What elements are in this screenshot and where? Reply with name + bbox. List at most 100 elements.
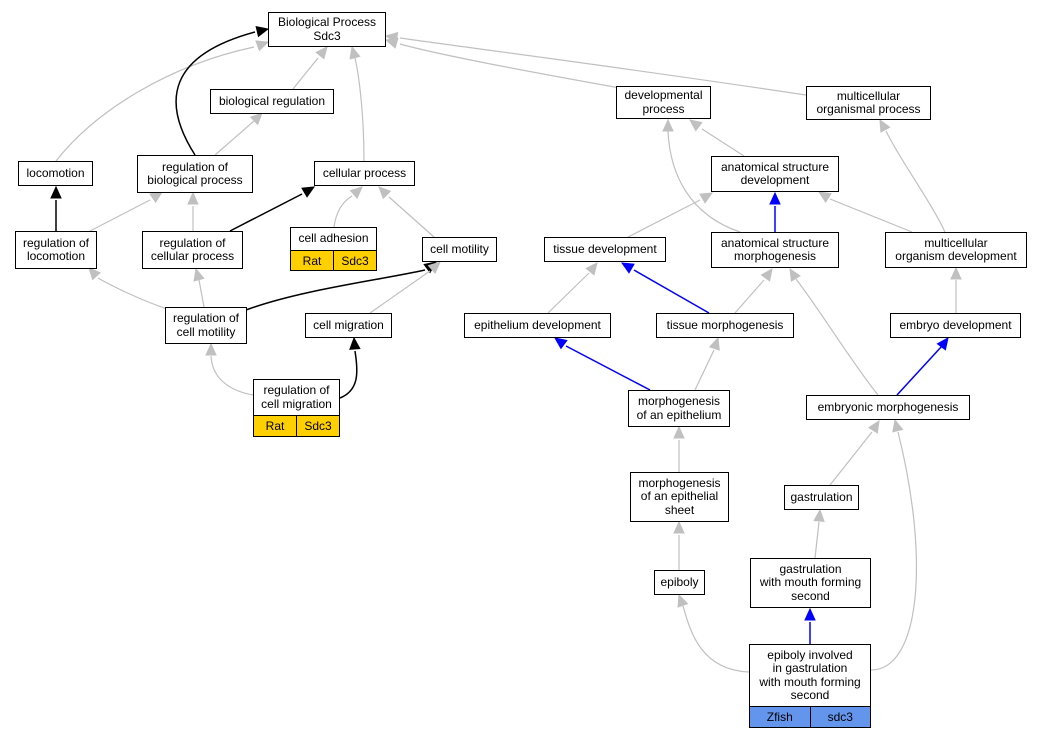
arrowhead-epidev-to-tissdev <box>585 262 598 276</box>
node-regulation-of-locomotion[interactable]: regulation of locomotion <box>15 231 97 269</box>
edge-tissmorph-to-asm <box>734 279 765 314</box>
node-regulation-of-cellular-process[interactable]: regulation of cellular process <box>142 231 243 269</box>
arrowhead-bioreg-to-bp <box>315 46 328 60</box>
edge-devproc-to-bp <box>399 43 621 89</box>
edge-regbp-to-bioreg <box>214 120 255 156</box>
arrowhead-regcm-to-regloco <box>88 267 101 281</box>
arrowhead-regcp-to-regbp <box>187 191 199 205</box>
node-developmental-process[interactable]: developmental process <box>616 86 711 119</box>
edge-regcp-to-cellproc <box>229 193 303 232</box>
arrowhead-gastmouth-to-gastru <box>813 508 825 522</box>
edge-morphepi-to-epidev <box>565 345 651 391</box>
node-epiboly-involved-in-gastrulation[interactable]: epiboly involved in gastrulation with mo… <box>749 644 871 707</box>
arrowhead-regcmig-to-cellmig <box>349 336 361 350</box>
arrowhead-morphsheet-to-morphepi <box>673 425 685 439</box>
node-embryonic-morphogenesis[interactable]: embryonic morphogenesis <box>806 395 970 420</box>
edge-cellmot-to-cellproc <box>388 196 435 238</box>
edge-multi-to-bp <box>399 37 807 96</box>
annotation-gene: sdc3 <box>809 707 871 727</box>
annotation-species: Rat <box>265 419 285 433</box>
arrowhead-tissdev-to-asd <box>699 192 714 204</box>
annotation-species: Zfish <box>766 710 793 724</box>
node-biological-process[interactable]: Biological Process Sdc3 <box>268 12 386 47</box>
arrowhead-morphepi-to-epidev <box>554 337 568 350</box>
edge-bioreg-to-bp <box>292 57 319 90</box>
arrowhead-regcp-to-cellproc <box>301 186 316 198</box>
arrowhead-asm-to-devproc <box>662 118 674 132</box>
arrowhead-tissmorph-to-asm <box>760 268 773 282</box>
edge-asm-to-devproc <box>667 130 741 233</box>
node-regulation-of-biological-process[interactable]: regulation of biological process <box>137 155 253 193</box>
node-multicellular-organismal-process[interactable]: multicellular organismal process <box>806 86 931 120</box>
edge-regbp-to-bp <box>175 31 256 156</box>
arrowhead-cellproc-to-bp <box>349 45 361 60</box>
arrowhead-cellmig-to-cellmot <box>427 261 441 274</box>
node-tissue-development[interactable]: tissue development <box>544 237 666 262</box>
arrowhead-embdev-to-mod <box>950 266 962 280</box>
annotation-epiboly-involved-in-gastrulation: Zfish sdc3 <box>749 707 871 728</box>
edge-embmorph-to-asm <box>795 278 879 396</box>
annotation-gene: Sdc3 <box>296 416 339 436</box>
edge-gastmouth-to-gastru <box>814 521 820 559</box>
node-embryo-development[interactable]: embryo development <box>890 313 1021 338</box>
arrowhead-multi-to-bp <box>384 31 399 44</box>
node-gastrulation[interactable]: gastrulation <box>784 485 859 510</box>
edge-asd-to-devproc <box>701 128 745 157</box>
edge-tissmorph-to-tissdev <box>633 269 710 314</box>
arrowhead-regloco-to-regbp <box>149 191 164 204</box>
arrowhead-cellmot-to-cellproc <box>378 186 392 200</box>
edge-regcm-to-regcp <box>198 279 205 308</box>
node-epithelium-development[interactable]: epithelium development <box>464 313 611 338</box>
arrowhead-epiinv-to-embmorph <box>892 418 904 433</box>
arrowhead-epiboly-to-morphsheet <box>673 520 685 534</box>
edge-regcmig-to-cellmig <box>339 350 358 399</box>
edge-cellmig-to-cellmot <box>369 270 431 314</box>
arrowhead-regloco-to-loco <box>50 185 62 199</box>
arrowhead-regbp-to-bioreg <box>249 112 263 126</box>
node-multicellular-organism-development[interactable]: multicellular organism development <box>885 232 1027 268</box>
annotation-regulation-of-cell-migration: Rat Sdc3 <box>253 416 340 437</box>
annotation-species: Rat <box>302 253 322 268</box>
edge-morphepi-to-tissmorph <box>694 349 715 391</box>
arrowhead-embmorph-to-asm <box>789 267 801 282</box>
node-cellular-process[interactable]: cellular process <box>314 161 415 186</box>
node-regulation-of-cell-migration[interactable]: regulation of cell migration <box>253 379 340 416</box>
arrowhead-morphepi-to-tissmorph <box>708 336 720 351</box>
annotation-cell-adhesion: Rat Sdc3 <box>290 251 377 271</box>
node-cell-motility[interactable]: cell motility <box>422 237 497 262</box>
edge-regcm-to-cellmot <box>245 269 426 311</box>
edge-mod-to-asd <box>829 198 913 233</box>
edge-regcmig-to-regcm <box>210 355 254 396</box>
node-anatomical-structure-morphogenesis[interactable]: anatomical structure morphogenesis <box>711 232 839 268</box>
arrowhead-regcmig-to-regcm <box>205 342 217 356</box>
node-anatomical-structure-development[interactable]: anatomical structure development <box>711 156 839 192</box>
arrowhead-celladh-to-cellproc <box>349 186 363 199</box>
edge-tissdev-to-asd <box>627 199 701 238</box>
node-regulation-of-cell-motility[interactable]: regulation of cell motility <box>165 307 247 344</box>
arrowhead-regbp-to-bp <box>255 25 270 38</box>
edge-cellproc-to-bp <box>354 57 365 162</box>
node-morphogenesis-of-an-epithelial-sheet[interactable]: morphogenesis of an epithelial sheet <box>630 472 729 522</box>
node-tissue-morphogenesis[interactable]: tissue morphogenesis <box>656 313 794 338</box>
edge-embmorph-to-embdev <box>896 345 943 396</box>
edge-celladh-to-cellproc <box>333 195 353 228</box>
node-cell-adhesion[interactable]: cell adhesion <box>290 227 377 251</box>
node-morphogenesis-of-an-epithelium[interactable]: morphogenesis of an epithelium <box>628 390 730 427</box>
node-biological-regulation[interactable]: biological regulation <box>210 89 334 114</box>
edge-epiinv-to-embmorph <box>870 431 918 671</box>
arrowhead-asm-to-asd <box>769 191 781 205</box>
arrowhead-regcm-to-regcp <box>193 267 205 282</box>
node-gastrulation-with-mouth-forming-second[interactable]: gastrulation with mouth forming second <box>750 558 871 608</box>
node-cell-migration[interactable]: cell migration <box>305 313 392 338</box>
annotation-gene: Sdc3 <box>333 251 376 270</box>
edge-epidev-to-tissdev <box>547 272 590 314</box>
arrowhead-epiinv-to-epiboly <box>677 593 689 608</box>
node-locomotion[interactable]: locomotion <box>18 161 93 186</box>
node-epiboly[interactable]: epiboly <box>654 570 705 595</box>
edge-regcm-to-regloco <box>97 277 171 311</box>
edge-epiinv-to-epiboly <box>682 605 750 673</box>
arrowhead-asd-to-devproc <box>689 119 703 132</box>
arrowhead-loco-to-bp <box>255 40 270 52</box>
